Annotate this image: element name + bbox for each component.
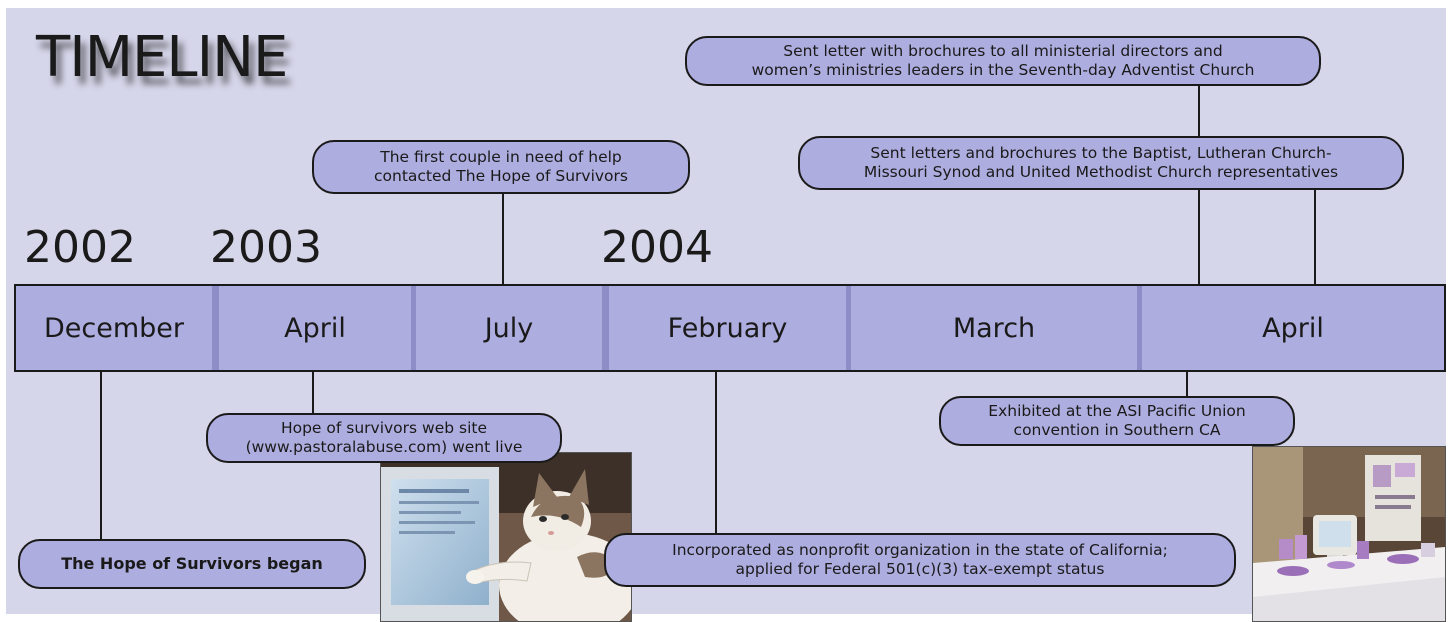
month-divider [411, 286, 416, 370]
connector-line [502, 194, 504, 284]
month-december: December [43, 312, 184, 344]
year-label-2003: 2003 [210, 222, 322, 273]
event-text-line: contacted The Hope of Survivors [374, 167, 628, 185]
timeline-canvas: TIMELINE 2002 2003 2004 December April J… [6, 8, 1446, 622]
event-hope-began: The Hope of Survivors began [18, 539, 366, 589]
month-april-2003: April [284, 312, 346, 344]
event-text-line: women’s ministries leaders in the Sevent… [751, 61, 1255, 79]
event-first-couple: The first couple in need of help contact… [312, 140, 690, 194]
event-text-line: Exhibited at the ASI Pacific Union [988, 402, 1246, 421]
month-february: February [667, 312, 788, 344]
event-text-line: (www.pastoralabuse.com) went live [245, 438, 523, 456]
event-text-line: Sent letter with brochures to all minist… [783, 42, 1223, 61]
connector-line [1314, 190, 1316, 284]
event-baptist-letter: Sent letters and brochures to the Baptis… [798, 136, 1404, 190]
event-exhibited-asi: Exhibited at the ASI Pacific Union conve… [939, 396, 1295, 446]
event-text-line: applied for Federal 501(c)(3) tax-exempt… [735, 560, 1105, 578]
event-text-line: Incorporated as nonprofit organization i… [672, 541, 1168, 560]
year-label-2002: 2002 [24, 222, 136, 273]
event-ministerial-letter: Sent letter with brochures to all minist… [685, 36, 1321, 86]
event-text-line: Sent letters and brochures to the Baptis… [870, 144, 1332, 163]
connector-line [100, 372, 102, 575]
connector-line [715, 372, 717, 538]
connector-line [1186, 372, 1188, 402]
month-april-2004: April [1262, 312, 1324, 344]
event-website-live: Hope of survivors web site (www.pastoral… [206, 413, 562, 463]
cat-at-computer-photo [380, 452, 632, 622]
exhibit-booth-photo [1252, 446, 1446, 622]
event-text-line: The first couple in need of help [380, 148, 622, 167]
event-text-line: The Hope of Survivors began [61, 554, 323, 574]
month-march: March [952, 312, 1036, 344]
month-band: December April July February March April [14, 284, 1446, 372]
event-text-line: Missouri Synod and United Methodist Chur… [863, 163, 1339, 181]
event-text-line: convention in Southern CA [1013, 421, 1221, 439]
month-divider [212, 286, 219, 370]
booth-photo-illustration [1253, 447, 1445, 621]
connector-line [312, 372, 314, 419]
month-divider [1137, 286, 1142, 370]
year-label-2004: 2004 [601, 222, 713, 273]
month-divider [602, 286, 609, 370]
cat-photo-illustration [381, 453, 631, 621]
event-text-line: Hope of survivors web site [280, 419, 488, 438]
month-divider [846, 286, 851, 370]
page-title: TIMELINE [36, 25, 288, 90]
event-incorporated: Incorporated as nonprofit organization i… [604, 533, 1236, 587]
month-july: July [484, 312, 534, 344]
